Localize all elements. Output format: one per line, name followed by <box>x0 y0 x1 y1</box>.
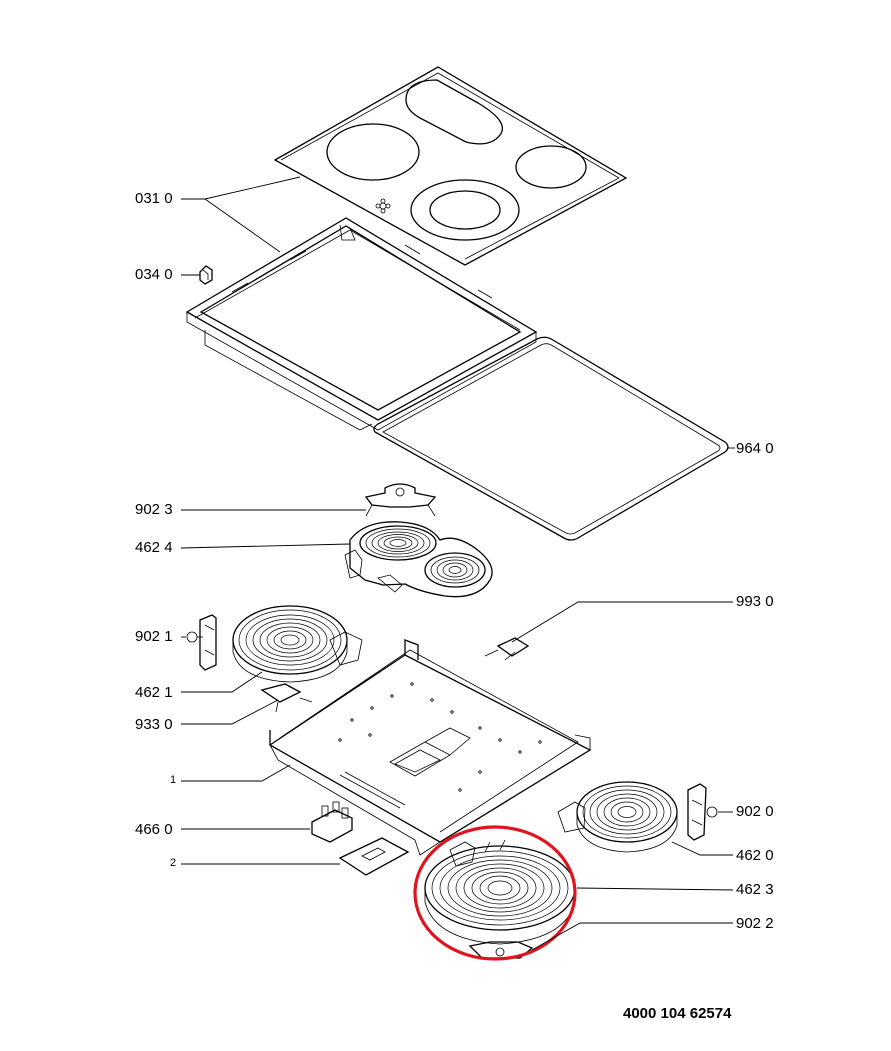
glass-ceramic-top[interactable] <box>273 66 628 266</box>
radiant-heater-462-1[interactable] <box>232 605 363 683</box>
label-462-4: 462 4 <box>135 539 173 556</box>
label-993-0: 993 0 <box>736 593 774 610</box>
label-466-0: 466 0 <box>135 821 173 838</box>
radiant-heater-462-0[interactable] <box>557 781 678 853</box>
heater-coil <box>365 528 480 584</box>
bracket-902-0[interactable] <box>687 783 718 841</box>
cover-plate[interactable] <box>338 837 410 876</box>
document-number: 4000 104 62574 <box>623 1005 732 1022</box>
label-933-0: 933 0 <box>135 716 173 733</box>
label-902-1: 902 1 <box>135 628 173 645</box>
dual-oval-heater[interactable] <box>344 521 493 598</box>
bracket-902-1[interactable] <box>186 614 217 671</box>
heater-coil <box>238 609 342 671</box>
radiant-heater-462-3[interactable] <box>424 839 576 945</box>
label-462-0: 462 0 <box>736 847 774 864</box>
part-933[interactable] <box>260 683 313 713</box>
clip-part[interactable] <box>199 265 213 285</box>
label-2: 2 <box>170 857 177 869</box>
label-902-3: 902 3 <box>135 501 173 518</box>
label-902-2: 902 2 <box>736 915 774 932</box>
leader-lines <box>180 176 735 951</box>
tray-holes <box>338 682 542 792</box>
label-964-0: 964 0 <box>736 440 774 457</box>
heater-coil <box>582 785 672 839</box>
terminal-block[interactable] <box>311 801 353 843</box>
label-034-0: 034 0 <box>135 266 173 283</box>
sensor-part-993[interactable] <box>484 637 530 661</box>
base-tray[interactable] <box>268 639 592 856</box>
control-symbol-icon <box>375 198 391 214</box>
bracket-902-3[interactable] <box>364 483 437 517</box>
heater-coil <box>431 850 569 926</box>
hob-frame[interactable] <box>185 217 538 431</box>
label-902-0: 902 0 <box>736 803 774 820</box>
label-031-0: 031 0 <box>135 190 173 207</box>
label-462-3: 462 3 <box>736 881 774 898</box>
seal-gasket[interactable] <box>373 336 729 541</box>
highlight-circle <box>413 825 577 961</box>
label-462-1: 462 1 <box>135 684 173 701</box>
label-1: 1 <box>170 774 177 786</box>
